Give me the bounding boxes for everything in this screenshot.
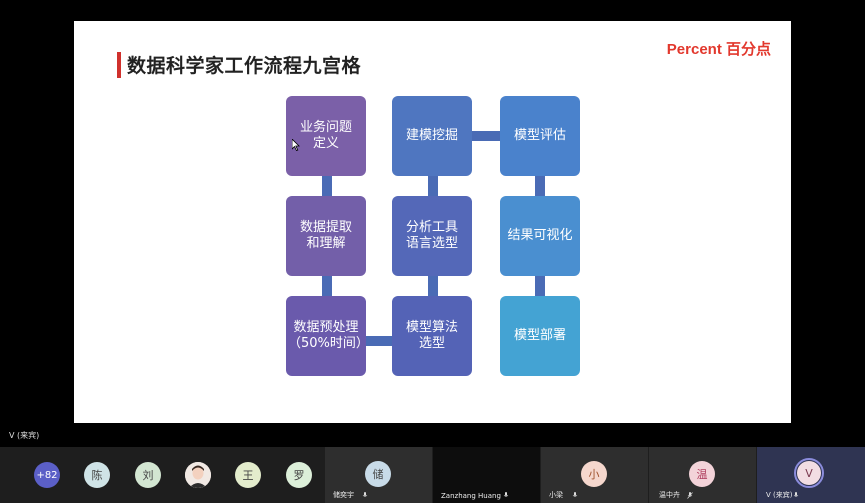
participant-name: 储奕宇 <box>333 491 354 499</box>
mic-muted-icon <box>687 492 693 499</box>
mic-icon <box>793 492 799 497</box>
shared-slide: 数据科学家工作流程九宫格 Percent 百分点 业务问题 定义 建模挖掘 模型… <box>74 21 791 423</box>
participant-avatar: 温 <box>689 461 715 487</box>
more-count: +82 <box>36 469 58 481</box>
participant-tile[interactable]: 储 储奕宇 <box>325 447 432 503</box>
percent-logo: Percent 百分点 <box>666 41 771 58</box>
grid-box-visualization: 结果可视化 <box>500 196 580 276</box>
title-accent-bar <box>117 52 121 78</box>
participant-tile-active[interactable]: V V (来宾) <box>757 447 865 503</box>
mic-icon <box>362 492 368 497</box>
grid-box-preprocessing: 数据预处理 （50%时间） <box>286 296 369 376</box>
connector <box>322 176 332 196</box>
participant-avatar: V <box>797 461 821 485</box>
avatar-initial: 小 <box>588 468 600 481</box>
participant-tile[interactable]: Zanzhang Huang <box>433 447 540 503</box>
connector <box>428 176 438 196</box>
participant-tile[interactable]: 小 小梁 <box>541 447 648 503</box>
avatar-initial: V <box>805 466 813 480</box>
participant-avatar: 小 <box>581 461 607 487</box>
participant-name: V (来宾) <box>766 491 793 499</box>
mouse-cursor-icon <box>292 139 300 151</box>
grid-box-model-evaluation: 模型评估 <box>500 96 580 176</box>
avatar-initial: 罗 <box>293 469 305 482</box>
participant-tile[interactable]: 温 温中卉 <box>649 447 756 503</box>
connector <box>535 176 545 196</box>
connector <box>366 336 392 346</box>
participant-name: 小梁 <box>549 491 563 499</box>
avatar-initial: 陈 <box>91 469 103 482</box>
slide-title: 数据科学家工作流程九宫格 <box>127 55 362 77</box>
participant-avatar[interactable]: 刘 <box>135 462 161 488</box>
grid-box-tool-selection: 分析工具 语言选型 <box>392 196 472 276</box>
participant-avatar[interactable]: 陈 <box>84 462 110 488</box>
more-participants-button[interactable]: +82 <box>34 462 60 488</box>
mic-icon <box>572 492 578 497</box>
speaking-ring <box>794 458 824 488</box>
avatar-initial: 王 <box>242 469 254 482</box>
presenter-caption: V (来宾) <box>9 431 40 440</box>
participant-avatar[interactable]: 罗 <box>286 462 312 488</box>
participant-avatar[interactable]: 王 <box>235 462 261 488</box>
mic-icon <box>503 492 509 497</box>
participant-strip: +82 陈 刘 王 罗 储 储奕宇 Zanzhang Huang 小 <box>0 447 865 503</box>
grid-box-data-extraction: 数据提取 和理解 <box>286 196 366 276</box>
avatar-initial: 温 <box>696 468 708 481</box>
connector <box>428 276 438 296</box>
grid-box-deployment: 模型部署 <box>500 296 580 376</box>
participant-avatar: 储 <box>365 461 391 487</box>
connector <box>322 276 332 296</box>
connector <box>535 276 545 296</box>
participant-name: Zanzhang Huang <box>441 492 501 500</box>
grid-box-modeling: 建模挖掘 <box>392 96 472 176</box>
avatar-initial: 储 <box>372 468 384 481</box>
participant-photo-avatar[interactable] <box>185 462 211 488</box>
avatar-initial: 刘 <box>142 469 154 482</box>
grid-box-algorithm-selection: 模型算法 选型 <box>392 296 472 376</box>
connector <box>472 131 500 141</box>
photo-avatar-icon <box>185 462 211 488</box>
participant-name: 温中卉 <box>659 491 680 499</box>
grid-box-business-problem: 业务问题 定义 <box>286 96 366 176</box>
